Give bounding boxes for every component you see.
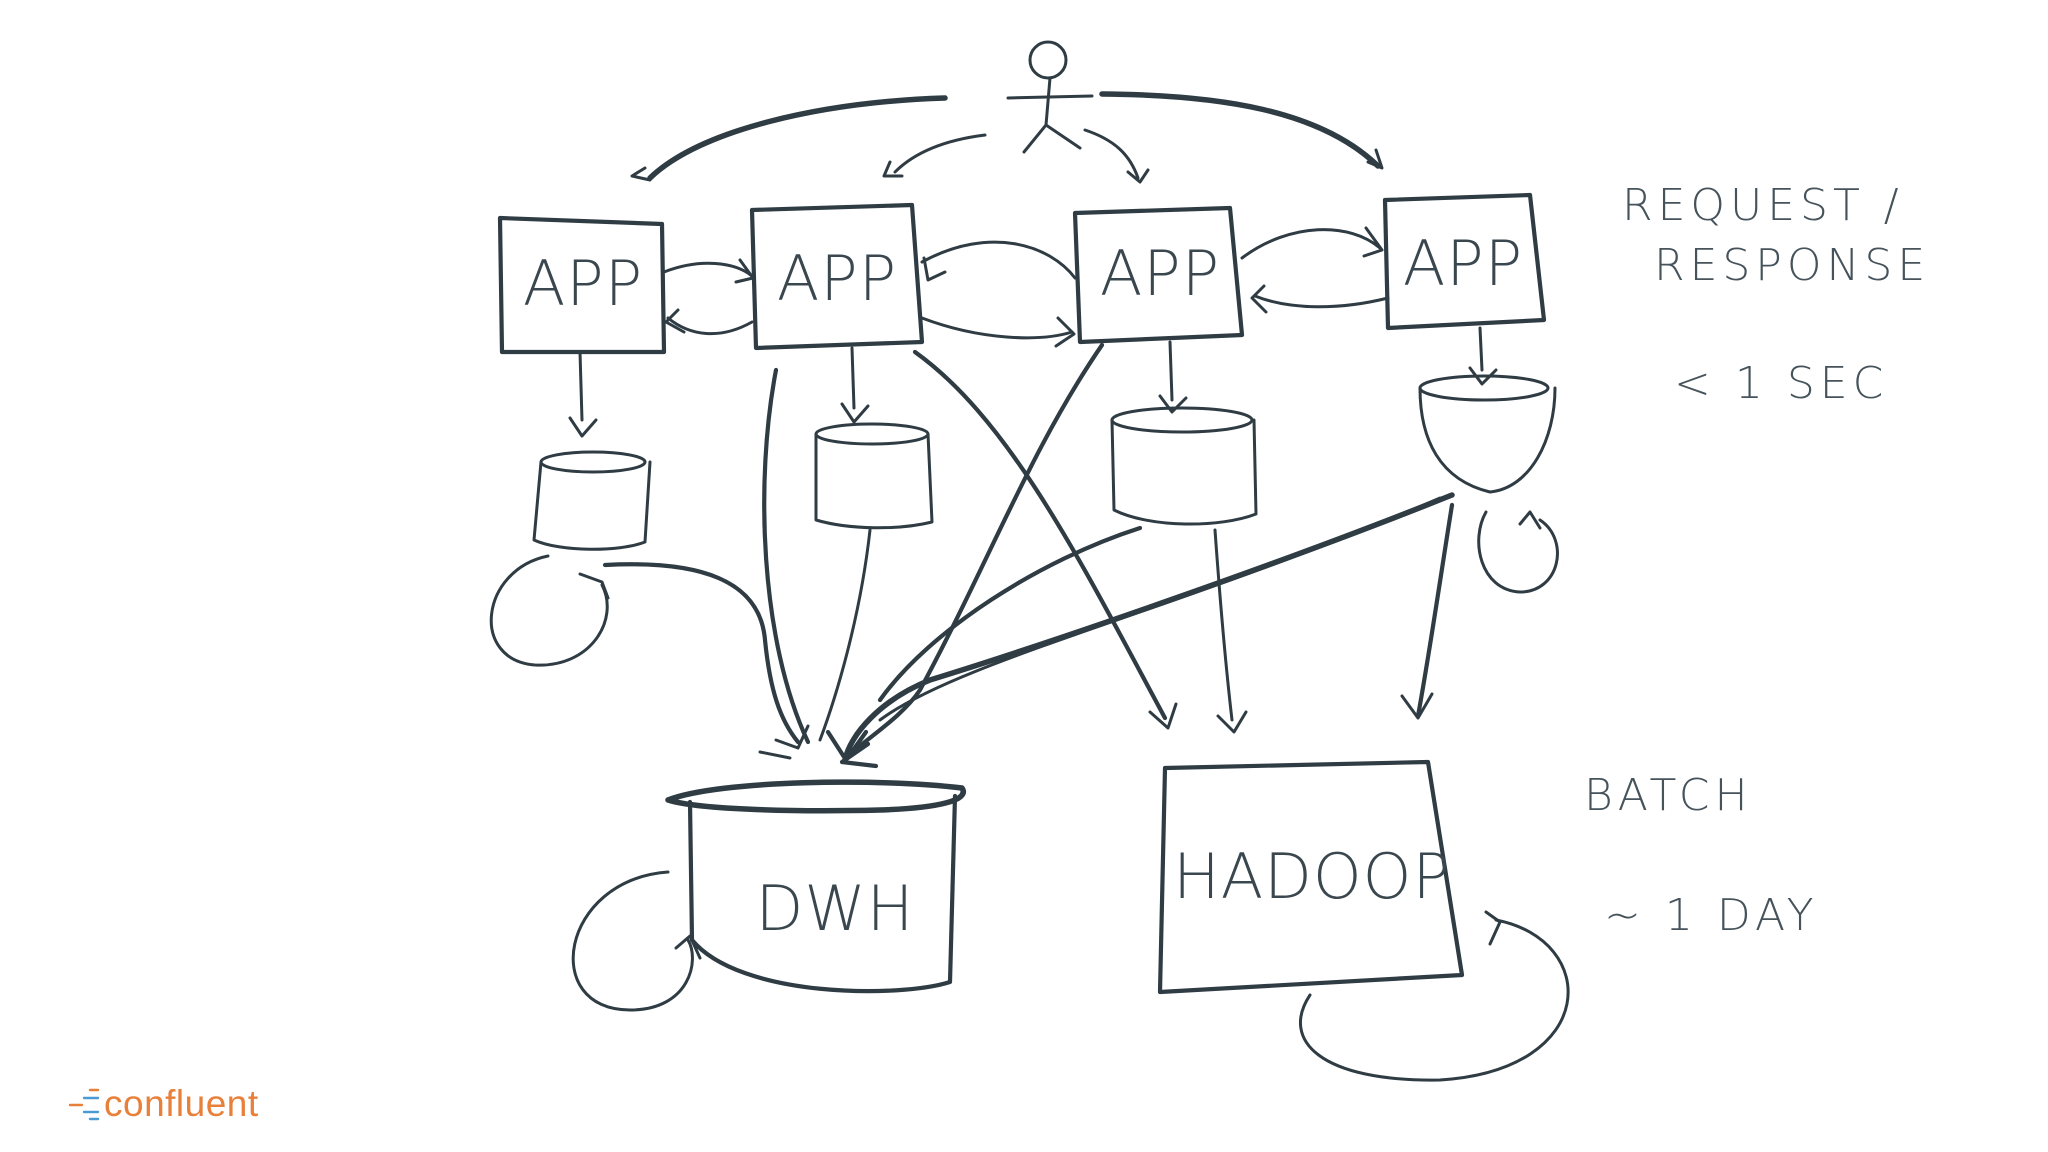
etl-flow-arrows	[602, 342, 1455, 769]
app4-to-app3-arrowhead	[1250, 284, 1268, 314]
batch-latency-note: ~ 1 DAY	[1604, 890, 1819, 941]
hadoop-box: HADOOP	[1157, 759, 1570, 1082]
confluent-logo-text: confluent	[104, 1083, 259, 1124]
hadoop-self-loop-arrowhead	[1484, 910, 1502, 946]
app-2-database-cylinder-icon	[814, 346, 934, 530]
db3-to-hadoop-arrow	[1213, 528, 1234, 722]
user-to-app-3-arrowhead	[1126, 168, 1150, 184]
db4-to-dwh-arrow	[842, 492, 1455, 763]
app2-to-hadoop-arrowhead	[1148, 702, 1178, 730]
user-to-app-1-arrow	[647, 95, 948, 181]
dwh-incoming-arrowhead-3	[758, 750, 792, 760]
db4-to-dwh-secondary-arrow	[878, 496, 1442, 722]
app-box-2: APP	[749, 202, 925, 351]
hadoop-self-loop-arrow	[1299, 918, 1570, 1082]
app-box-3-label: APP	[1100, 237, 1220, 310]
app2-to-app3-lower-arrow	[920, 316, 1074, 340]
db3-to-hadoop-arrowhead	[1216, 710, 1248, 734]
user-stick-figure-icon	[1006, 40, 1094, 154]
app1-to-app2-arrowhead	[734, 258, 755, 284]
app4-to-app3-arrow	[1253, 294, 1390, 309]
app2-to-dwh-arrow	[762, 367, 811, 745]
user-to-app-2-arrow	[893, 133, 987, 174]
app2-to-app3-arrow	[920, 240, 1077, 280]
db2-to-dwh-arrow	[818, 528, 872, 742]
app-box-3: APP	[1072, 205, 1245, 345]
user-to-app-4-arrowhead	[1366, 148, 1384, 170]
db-1-self-loop-arrowhead	[578, 572, 610, 600]
dwh-self-loop-arrowhead	[674, 934, 702, 960]
app-1-database-cylinder-icon	[532, 350, 652, 551]
app2-to-app1-arrowhead	[664, 308, 686, 334]
user-to-app-3-arrow	[1083, 128, 1140, 180]
app2-to-app3-lower-arrowhead	[1054, 316, 1076, 348]
app-box-4: APP	[1382, 192, 1547, 331]
batch-note: BATCH	[1584, 770, 1753, 821]
app3-to-app2-arrowhead	[922, 256, 947, 282]
hadoop-label: HADOOP	[1173, 840, 1451, 913]
dwh-incoming-arrowhead-2	[839, 741, 879, 769]
app-box-2-label: APP	[777, 242, 897, 315]
db4-to-hadoop-arrow	[1415, 502, 1455, 719]
confluent-mark-icon	[68, 1088, 100, 1121]
app-box-4-label: APP	[1403, 227, 1523, 300]
app-box-1: APP	[497, 215, 667, 355]
app-box-1-label: APP	[523, 247, 643, 320]
dwh-label: DWH	[756, 872, 915, 945]
app1-to-app2-arrow	[662, 261, 754, 278]
app3-to-app4-arrow	[1240, 228, 1382, 260]
user-to-app-4-arrow	[1099, 91, 1381, 169]
db1-to-dwh-arrow	[602, 562, 801, 745]
app2-to-hadoop-arrow	[912, 349, 1168, 721]
db4-to-hadoop-arrowhead	[1400, 692, 1434, 720]
db3-to-dwh-arrow	[877, 525, 1143, 703]
db-4-self-loop-arrow	[1477, 510, 1559, 594]
user-to-app-2-arrowhead	[882, 160, 904, 178]
app-4-database-cylinder-icon	[1418, 326, 1557, 494]
app-3-database-cylinder-icon	[1110, 340, 1258, 526]
dwh-database-cylinder: DWH	[571, 779, 966, 1012]
latency-notes: REQUEST / RESPONSE < 1 SEC BATCH ~ 1 DAY	[1584, 180, 1930, 941]
db-4-self-loop-arrowhead	[1518, 510, 1542, 530]
confluent-logo: confluent	[68, 1082, 259, 1126]
db-1-self-loop-arrow	[489, 554, 609, 667]
user-to-app-1-arrowhead	[630, 166, 652, 182]
user-to-app-arrows	[630, 91, 1384, 184]
app-to-app-arrows	[662, 226, 1390, 348]
request-response-note-line1: REQUEST /	[1622, 180, 1904, 231]
app3-to-app4-arrowhead	[1362, 226, 1384, 258]
request-response-latency-note: < 1 SEC	[1674, 358, 1888, 409]
self-loop-arrows	[489, 510, 1559, 667]
dwh-self-loop-arrow	[571, 870, 694, 1012]
request-response-note-line2: RESPONSE	[1654, 240, 1930, 291]
app2-to-app1-arrow	[666, 316, 754, 336]
